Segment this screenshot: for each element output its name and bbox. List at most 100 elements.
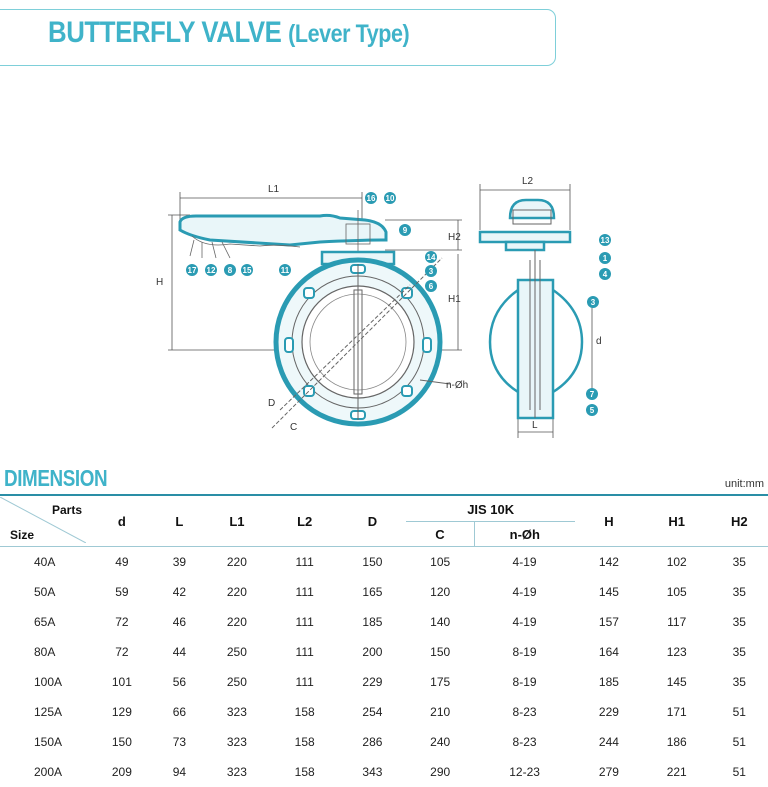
col-header: L [156,497,203,547]
value-cell: 51 [711,697,768,727]
size-cell: 40A [0,547,88,578]
value-cell: 323 [203,727,271,757]
value-cell: 35 [711,637,768,667]
value-cell: 343 [339,757,407,787]
value-cell: 8-19 [474,637,575,667]
value-cell: 220 [203,577,271,607]
value-cell: 290 [406,757,474,787]
value-cell: 4-19 [474,547,575,578]
value-cell: 35 [711,547,768,578]
svg-text:3: 3 [591,298,596,307]
value-cell: 8-23 [474,727,575,757]
value-cell: 73 [156,727,203,757]
size-cell: 200A [0,757,88,787]
svg-text:1: 1 [603,254,608,263]
value-cell: 102 [643,547,711,578]
size-label: Size [10,528,34,542]
col-header: D [339,497,407,547]
parts-label: Parts [52,503,82,517]
value-cell: 39 [156,547,203,578]
col-header: H2 [711,497,768,547]
value-cell: 210 [406,697,474,727]
svg-text:12: 12 [207,266,216,275]
value-cell: 49 [88,547,156,578]
value-cell: 150 [406,637,474,667]
label-H2: H2 [448,232,461,243]
value-cell: 164 [575,637,643,667]
value-cell: 250 [203,667,271,697]
value-cell: 158 [271,697,339,727]
label-H: H [156,277,163,288]
value-cell: 51 [711,727,768,757]
size-cell: 80A [0,637,88,667]
size-cell: 125A [0,697,88,727]
value-cell: 229 [575,697,643,727]
value-cell: 157 [575,607,643,637]
value-cell: 150 [88,727,156,757]
size-cell: 50A [0,577,88,607]
value-cell: 8-23 [474,697,575,727]
value-cell: 66 [156,697,203,727]
value-cell: 158 [271,727,339,757]
col-header: n-Øh [474,522,575,547]
value-cell: 142 [575,547,643,578]
value-cell: 105 [643,577,711,607]
value-cell: 120 [406,577,474,607]
svg-text:9: 9 [403,226,408,235]
value-cell: 111 [271,637,339,667]
value-cell: 123 [643,637,711,667]
value-cell: 111 [271,547,339,578]
size-cell: 150A [0,727,88,757]
svg-text:15: 15 [243,266,252,275]
value-cell: 244 [575,727,643,757]
size-cell: 100A [0,667,88,697]
svg-text:11: 11 [281,266,290,275]
value-cell: 105 [406,547,474,578]
value-cell: 140 [406,607,474,637]
value-cell: 4-19 [474,577,575,607]
svg-text:3: 3 [429,267,434,276]
value-cell: 117 [643,607,711,637]
value-cell: 209 [88,757,156,787]
value-cell: 286 [339,727,407,757]
value-cell: 72 [88,607,156,637]
value-cell: 35 [711,607,768,637]
label-D: D [268,398,275,409]
value-cell: 35 [711,667,768,697]
value-cell: 111 [271,577,339,607]
col-header: C [406,522,474,547]
value-cell: 185 [575,667,643,697]
svg-text:4: 4 [603,270,608,279]
value-cell: 158 [271,757,339,787]
header-parts-size: Parts Size [0,497,88,547]
value-cell: 323 [203,757,271,787]
svg-text:13: 13 [601,236,610,245]
label-L: L [532,420,538,431]
value-cell: 46 [156,607,203,637]
col-header: L2 [271,497,339,547]
label-L2: L2 [522,176,534,187]
svg-text:10: 10 [386,194,395,203]
value-cell: 145 [643,667,711,697]
valve-drawing: 16 10 9 14 3 6 11 17 12 8 15 13 1 4 3 7 … [150,170,620,450]
svg-text:8: 8 [228,266,233,275]
svg-text:5: 5 [590,406,595,415]
dimension-table: Parts Size d L L1 L2 D JIS 10K H H1 H2 C… [0,497,768,787]
value-cell: 94 [156,757,203,787]
table-top-rule [0,494,768,496]
svg-text:14: 14 [427,253,436,262]
value-cell: 72 [88,637,156,667]
value-cell: 44 [156,637,203,667]
value-cell: 111 [271,607,339,637]
value-cell: 150 [339,547,407,578]
label-L1: L1 [268,184,280,195]
value-cell: 323 [203,697,271,727]
value-cell: 129 [88,697,156,727]
svg-text:7: 7 [590,390,595,399]
